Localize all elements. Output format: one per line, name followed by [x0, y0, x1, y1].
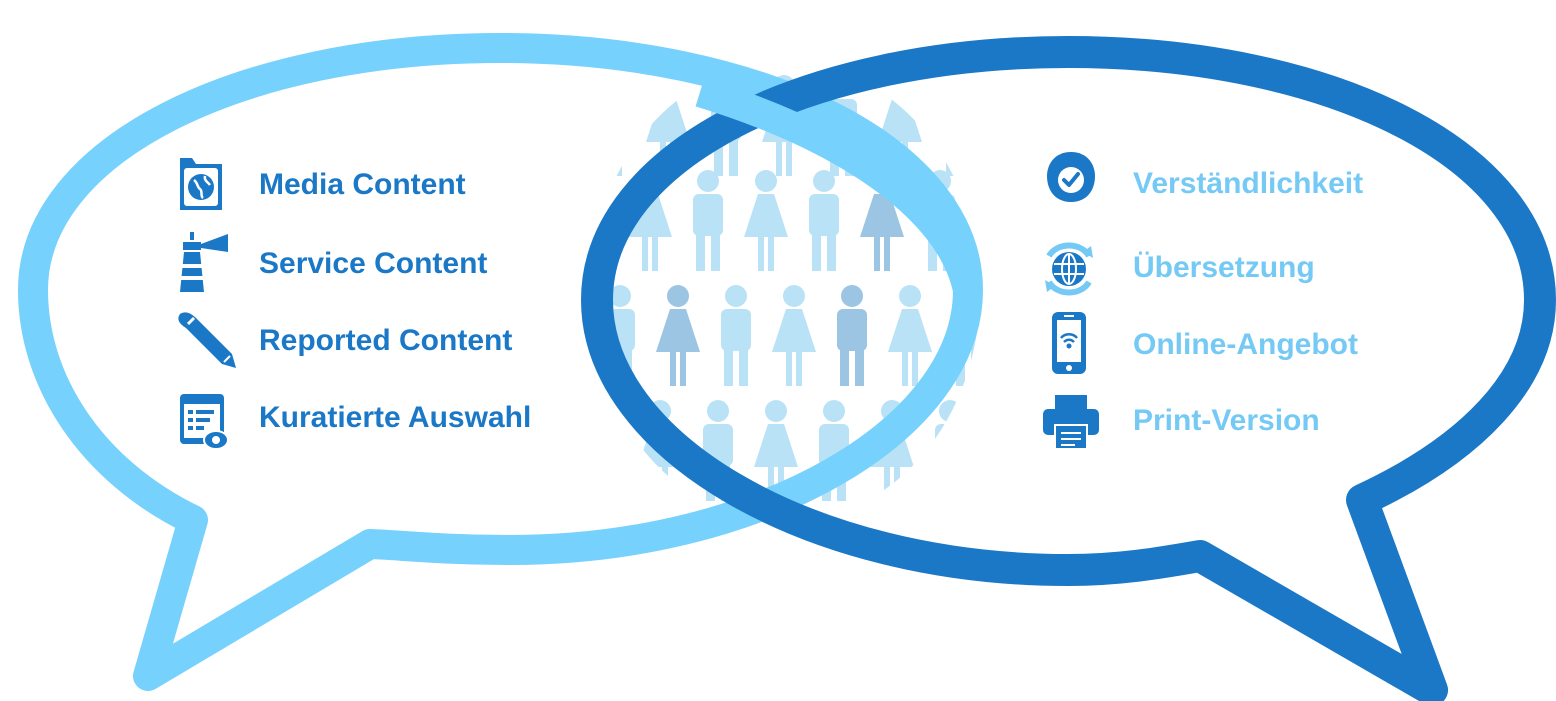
right-item-label-online: Online-Angebot	[1133, 328, 1358, 361]
left-item-label-media: Media Content	[259, 168, 466, 201]
pen-icon	[178, 312, 236, 368]
face-check-icon	[1047, 152, 1095, 202]
smartphone-wifi-icon	[1052, 312, 1086, 374]
left-item-label-reported: Reported Content	[259, 324, 513, 357]
person-female-icon	[986, 400, 1030, 501]
list-eye-icon	[180, 394, 229, 450]
person-male-icon	[595, 75, 625, 176]
right-item-label-translation: Übersetzung	[1133, 251, 1315, 284]
printer-icon	[1043, 395, 1099, 450]
person-male-icon	[943, 75, 973, 176]
lighthouse-icon	[180, 232, 228, 292]
left-item-label-curated: Kuratierte Auswahl	[259, 401, 532, 434]
globe-refresh-icon	[1045, 242, 1093, 296]
person-female-icon	[976, 170, 980, 271]
folder-globe-icon	[180, 158, 222, 210]
right-item-label-comprehensibility: Verständlichkeit	[1133, 167, 1364, 200]
right-item-label-print: Print-Version	[1133, 404, 1320, 437]
left-item-label-service: Service Content	[259, 247, 488, 280]
right-speech-bubble	[581, 36, 1556, 701]
